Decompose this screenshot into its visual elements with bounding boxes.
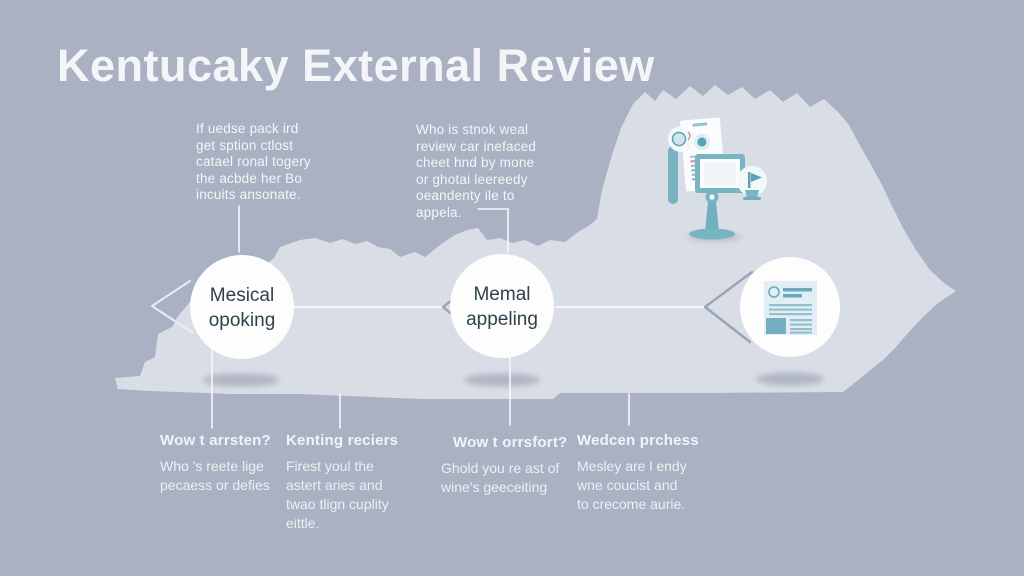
note-top-left: If uedse pack ird get sption ctlost cata… [196, 121, 311, 204]
note-line: eittle. [286, 515, 320, 531]
note-bottom-2: Kenting reciers Firest youl the astert a… [286, 431, 398, 533]
note-heading: Wedcen prchess [577, 432, 699, 449]
step-circle-2 [450, 254, 554, 358]
note-line: wne coucist and [577, 477, 678, 493]
note-line: pecaess or defies [160, 477, 270, 493]
note-line: If uedse pack ird [196, 121, 299, 136]
note-line: oeandenty ile to [416, 188, 515, 203]
note-line: or ghotai leereedy [416, 171, 528, 187]
note-line: get sption ctlost [196, 137, 294, 153]
note-line: to crecome aurie. [577, 496, 686, 512]
signpost-bar-icon [668, 146, 678, 204]
note-heading: Kenting reciers [286, 432, 399, 449]
note-line: review car inefaced [416, 138, 537, 154]
step-circle-1 [190, 255, 294, 359]
signpost-board-icon [689, 154, 745, 240]
note-bottom-1: Wow t arrsten? Who 's reete lige pecaess… [160, 431, 271, 495]
note-line: Ghold you re ast of [441, 460, 560, 476]
chevron-left-icon-3 [703, 270, 754, 344]
note-line: catael ronal togery [196, 154, 311, 169]
note-line: appela. [416, 204, 462, 220]
report-document-icon [764, 281, 817, 335]
chevron-left-icon-1 [151, 280, 194, 334]
note-line: Firest youl the [286, 458, 374, 474]
note-bottom-3: Wow t orrsfort? Ghold you re ast of wine… [441, 433, 567, 497]
step-label-line: opoking [208, 310, 276, 331]
note-line: Who 's reete lige [160, 458, 264, 474]
note-bottom-4: Wedcen prchess Mesley are l endy wne cou… [577, 431, 699, 514]
signpost-illustration [668, 117, 767, 242]
circle-shadows [203, 372, 824, 387]
note-heading: Wow t arrsten? [160, 432, 271, 449]
step-label-line: Mesical [209, 285, 275, 306]
note-line: the acbde her Bo [196, 170, 303, 186]
step-label-line: Memal [473, 284, 531, 305]
note-line: wine's geeceiting [441, 479, 548, 495]
step-label-line: appeling [466, 309, 538, 330]
note-line: astert aries and [286, 477, 383, 493]
note-line: cheet hnd by mone [416, 155, 535, 170]
step-1-label: Mesical opoking [190, 283, 294, 333]
note-top-center: Who is stnok weal review car inefaced ch… [416, 122, 536, 221]
note-line: Mesley are l endy [577, 458, 687, 474]
note-line: incuits ansonate. [196, 187, 301, 202]
page-title: Kentucaky External Review [57, 40, 655, 91]
step-2-label: Memal appeling [450, 282, 554, 332]
note-line: twao tlign cuplity [286, 496, 389, 512]
note-heading: Wow t orrsfort? [453, 434, 568, 451]
note-line: Who is stnok weal [416, 122, 529, 137]
